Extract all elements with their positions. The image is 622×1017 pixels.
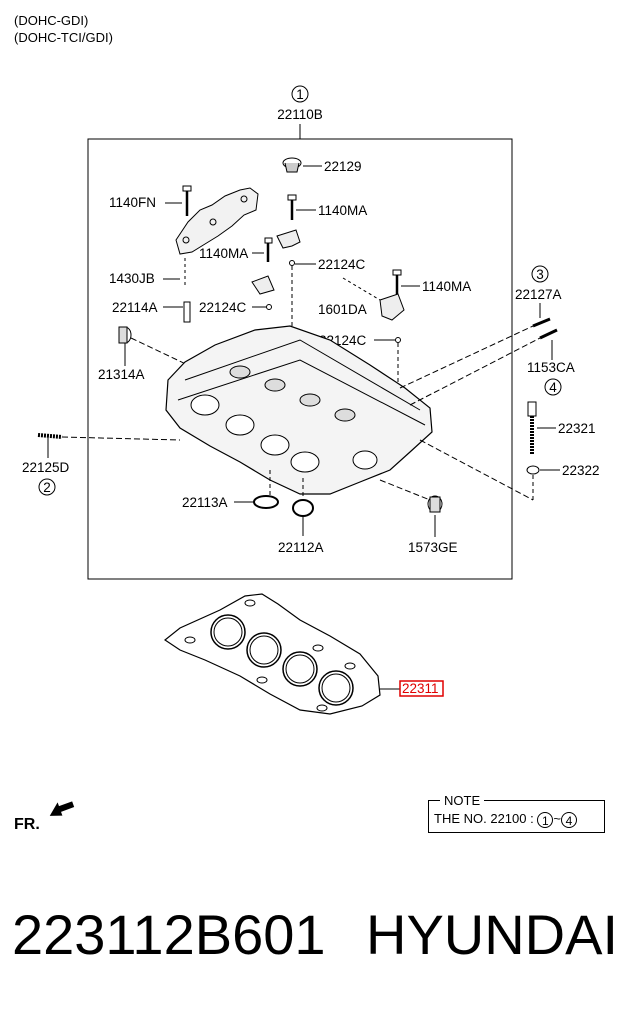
label-22321: 22321 — [558, 421, 596, 436]
label-21314A: 21314A — [98, 367, 145, 382]
washer-22322-shape — [526, 465, 540, 475]
cap-22129-shape — [282, 157, 302, 173]
note-separator: ~ — [553, 811, 561, 826]
label-22112A: 22112A — [278, 540, 324, 555]
dowel-22114A-shape — [183, 301, 191, 323]
bolt-1140FN-shape — [182, 185, 192, 216]
label-1601DA: 1601DA — [318, 302, 367, 317]
label-1573GE: 1573GE — [408, 540, 458, 555]
cam-cap-mid-shape — [251, 275, 275, 295]
plug-1573GE-shape — [427, 495, 443, 513]
label-1153CA: 1153CA — [527, 360, 575, 375]
note-title: NOTE — [440, 793, 485, 808]
header-line-1: (DOHC-GDI) — [14, 13, 89, 28]
label-1430JB: 1430JB — [109, 271, 155, 286]
cap-1601DA-shape — [379, 293, 405, 321]
plug-21314A-shape — [118, 326, 132, 344]
bolt-1140MA-b-shape — [287, 194, 297, 220]
ref-3-text: 3 — [536, 267, 544, 282]
note-text: THE NO. 22100 : 1~4 — [434, 811, 577, 828]
label-22110B: 22110B — [277, 107, 323, 122]
label-22127A: 22127A — [515, 287, 562, 302]
header-line-2: (DOHC-TCI/GDI) — [14, 30, 113, 45]
front-arrow-icon — [49, 801, 75, 816]
label-1140FN: 1140FN — [109, 195, 156, 210]
ref-circle-1 — [291, 85, 309, 103]
front-label: FR. — [14, 816, 40, 833]
pin-22127A-shape — [532, 317, 551, 328]
ref-1-text: 1 — [296, 87, 304, 102]
label-22124C-a: 22124C — [318, 257, 366, 272]
ref-4-text: 4 — [549, 380, 557, 395]
seal-22113A-shape — [253, 495, 279, 509]
label-22113A: 22113A — [182, 495, 228, 510]
label-1140MA-a: 1140MA — [199, 246, 248, 261]
note-box — [428, 800, 605, 833]
cam-bracket-shape — [175, 187, 259, 255]
note-from-circle: 1 — [537, 811, 554, 828]
head-gasket-shape — [163, 593, 381, 715]
pin-1153CA-shape — [539, 328, 558, 340]
note-text-main: THE NO. 22100 : — [434, 811, 534, 826]
label-22114A: 22114A — [112, 300, 158, 315]
ref-circle-4 — [544, 378, 562, 396]
cam-cap-top-shape — [276, 229, 301, 249]
part-number: 223112B601 — [12, 903, 326, 966]
label-22129: 22129 — [324, 159, 362, 174]
label-1140MA-b: 1140MA — [318, 203, 367, 218]
label-22124C-b: 22124C — [199, 300, 247, 315]
ref-2-text: 2 — [43, 480, 51, 495]
brand-name: HYUNDAI — [366, 903, 619, 966]
cylinder-head-shape — [165, 325, 433, 495]
ref-circle-2 — [38, 478, 56, 496]
bolt-22321-shape — [527, 401, 537, 455]
label-22322: 22322 — [562, 463, 600, 478]
label-22125D: 22125D — [22, 460, 70, 475]
stud-22125D-shape — [37, 433, 63, 439]
label-1140MA-c: 1140MA — [422, 279, 471, 294]
gasket-highlight-box — [399, 680, 444, 697]
seal-22112A-shape — [292, 499, 314, 517]
bolt-1140MA-a-shape — [264, 237, 273, 262]
ref-circle-3 — [531, 265, 549, 283]
note-to-circle: 4 — [560, 811, 577, 828]
bolt-1140MA-c-shape — [392, 269, 402, 298]
label-22311: 22311 — [402, 681, 439, 696]
